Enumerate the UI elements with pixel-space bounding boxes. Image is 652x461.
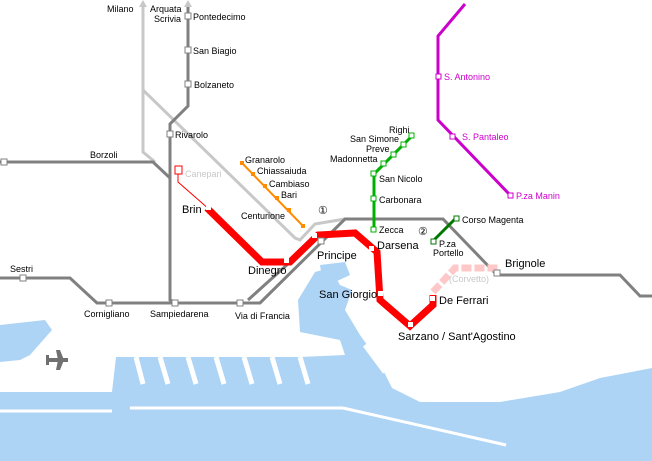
label-san-simone: San Simone bbox=[350, 134, 399, 144]
label-milano: Milano bbox=[107, 4, 134, 14]
label-preve: Preve bbox=[366, 144, 390, 154]
rail-stations[interactable] bbox=[0, 12, 501, 307]
label-via-di-francia: Via di Francia bbox=[235, 311, 290, 321]
arrow-icons bbox=[139, 0, 192, 7]
rail-line-light bbox=[141, 5, 346, 242]
label-pza: P.za bbox=[439, 239, 456, 249]
orange-stations[interactable] bbox=[240, 161, 305, 228]
label-zecca: Zecca bbox=[379, 225, 404, 235]
label-portello: Portello bbox=[433, 248, 464, 258]
label-corvetto: (Corvetto) bbox=[449, 274, 489, 284]
label-de-ferrari: De Ferrari bbox=[439, 295, 489, 307]
label-bari: Bari bbox=[281, 190, 297, 200]
label-principe: Principe bbox=[317, 250, 357, 262]
airplane-icon bbox=[46, 350, 68, 370]
casella-stations[interactable] bbox=[435, 73, 514, 199]
label-sarzano: Sarzano / Sant'Agostino bbox=[398, 331, 516, 343]
label-cornigliano: Cornigliano bbox=[84, 309, 130, 319]
green-stations[interactable] bbox=[370, 132, 415, 233]
label-brignole: Brignole bbox=[505, 258, 545, 270]
label-darsena: Darsena bbox=[377, 240, 419, 252]
label-centurione: Centurione bbox=[241, 211, 285, 221]
label-borzoli: Borzoli bbox=[90, 150, 118, 160]
label-rivarolo: Rivarolo bbox=[175, 130, 208, 140]
label-s-antonino: S. Antonino bbox=[444, 72, 490, 82]
label-pza-manin: P.za Manin bbox=[516, 191, 560, 201]
portello-stations[interactable] bbox=[430, 215, 460, 245]
label-pontedecimo: Pontedecimo bbox=[193, 12, 246, 22]
label-corso-magenta: Corso Magenta bbox=[462, 215, 524, 225]
label-scrivia: Scrivia bbox=[154, 14, 181, 24]
label-dinegro: Dinegro bbox=[248, 265, 287, 277]
label-madonnetta: Madonnetta bbox=[330, 154, 378, 164]
label-sestri: Sestri bbox=[10, 264, 33, 274]
portello-line bbox=[431, 216, 458, 243]
label-san-nicolo: San Nicolo bbox=[379, 174, 423, 184]
label-brin: Brin bbox=[182, 204, 202, 216]
label-s-pantaleo: S. Pantaleo bbox=[462, 132, 509, 142]
casella-line bbox=[436, 3, 512, 197]
label-san-giorgio: San Giorgio bbox=[319, 289, 377, 301]
label-bolzaneto: Bolzaneto bbox=[194, 80, 234, 90]
water bbox=[0, 262, 652, 461]
label-san-biagio: San Biagio bbox=[193, 46, 237, 56]
line-marker-2: ② bbox=[418, 226, 428, 238]
label-carbonara: Carbonara bbox=[379, 195, 422, 205]
label-canepari: Canepari bbox=[185, 169, 222, 179]
label-sampierdarena: Sampiedarena bbox=[150, 309, 209, 319]
metro-line bbox=[204, 205, 437, 331]
metro-stations[interactable] bbox=[206, 205, 435, 327]
line-marker-1: ① bbox=[318, 205, 328, 217]
label-righi: Righi bbox=[389, 125, 410, 135]
label-chiassaiuda: Chiassaiuda bbox=[257, 166, 307, 176]
label-granarolo: Granarolo bbox=[245, 155, 285, 165]
label-cambiaso: Cambiaso bbox=[269, 179, 310, 189]
metro-line-planned bbox=[430, 264, 500, 295]
piers bbox=[0, 338, 507, 447]
label-arquata: Arquata bbox=[150, 4, 182, 14]
station-canepari[interactable] bbox=[174, 165, 183, 175]
